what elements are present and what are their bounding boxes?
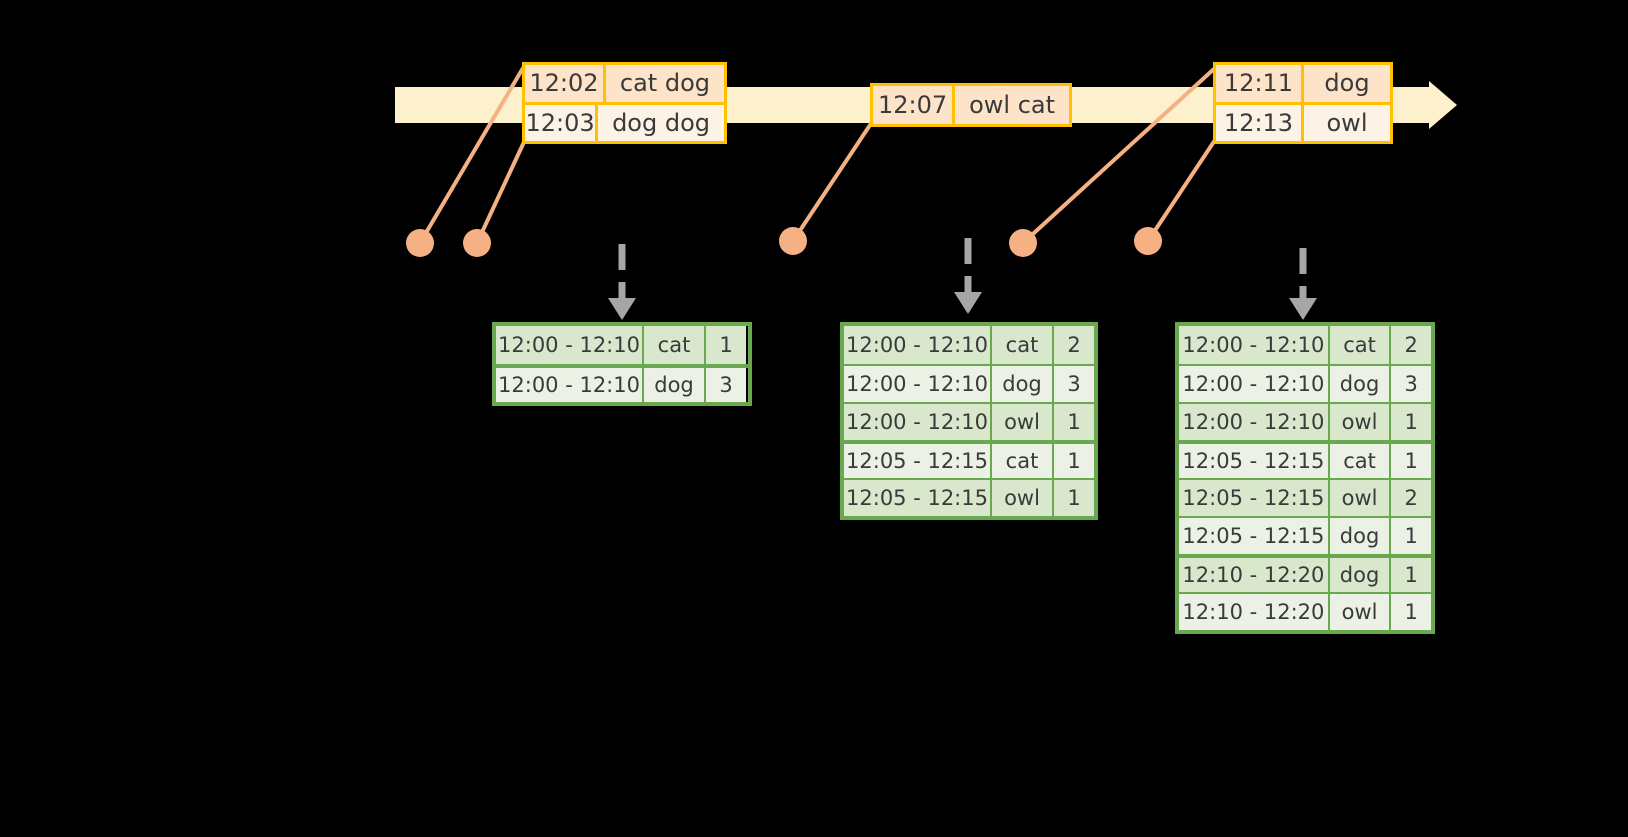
table-row[interactable]: 12:00 - 12:10 owl 1: [844, 402, 1094, 440]
cell-key: cat: [992, 326, 1054, 364]
cell-key: dog: [1329, 558, 1392, 592]
event-box-1[interactable]: 12:02 cat dog 12:03 dog dog: [522, 62, 727, 144]
cell-window: 12:05 - 12:15: [844, 480, 992, 516]
cell-key: dog: [992, 366, 1054, 402]
event-row[interactable]: 12:13 owl: [1216, 101, 1390, 141]
table-row[interactable]: 12:05 - 12:15 dog 1: [1179, 516, 1431, 554]
table-row[interactable]: 12:00 - 12:10 dog 3: [496, 364, 748, 402]
table-row[interactable]: 12:00 - 12:10 cat 1: [496, 326, 748, 364]
event-row[interactable]: 12:07 owl cat: [873, 86, 1069, 124]
event-text: owl cat: [955, 86, 1069, 124]
event-time: 12:07: [873, 86, 956, 124]
cell-window: 12:00 - 12:10: [844, 366, 992, 402]
cell-window: 12:00 - 12:10: [844, 326, 992, 364]
result-table-1[interactable]: 12:00 - 12:10 cat 1 12:00 - 12:10 dog 3: [492, 322, 752, 406]
marker-dot: [1009, 229, 1037, 257]
cell-window: 12:10 - 12:20: [1179, 594, 1330, 630]
marker-dots: [406, 227, 1162, 257]
event-time: 12:03: [525, 104, 599, 141]
event-box-3[interactable]: 12:11 dog 12:13 owl: [1213, 62, 1393, 144]
marker-dot: [406, 229, 434, 257]
cell-count: 1: [1391, 518, 1431, 554]
result-table-3[interactable]: 12:00 - 12:10 cat 2 12:00 - 12:10 dog 3 …: [1175, 322, 1435, 634]
cell-key: cat: [1329, 444, 1392, 478]
cell-count: 3: [1391, 366, 1431, 402]
cell-key: owl: [1329, 404, 1392, 440]
event-time: 12:11: [1216, 65, 1304, 102]
cell-window: 12:00 - 12:10: [496, 326, 644, 364]
cell-key: owl: [1329, 480, 1392, 516]
cell-count: 3: [706, 368, 746, 402]
event-text: owl: [1304, 104, 1390, 141]
cell-count: 1: [1391, 594, 1431, 630]
cell-key: owl: [1329, 594, 1392, 630]
cell-window: 12:00 - 12:10: [1179, 326, 1330, 364]
event-box-2[interactable]: 12:07 owl cat: [870, 83, 1072, 127]
table-row[interactable]: 12:00 - 12:10 cat 2: [844, 326, 1094, 364]
table-row[interactable]: 12:00 - 12:10 cat 2: [1179, 326, 1431, 364]
table-row[interactable]: 12:05 - 12:15 cat 1: [1179, 440, 1431, 478]
event-row[interactable]: 12:03 dog dog: [525, 101, 724, 141]
table-row[interactable]: 12:00 - 12:10 owl 1: [1179, 402, 1431, 440]
cell-count: 1: [1054, 480, 1094, 516]
event-row[interactable]: 12:11 dog: [1216, 65, 1390, 102]
cell-window: 12:05 - 12:15: [1179, 480, 1330, 516]
cell-count: 1: [1054, 404, 1094, 440]
cell-window: 12:05 - 12:15: [1179, 444, 1330, 478]
cell-key: cat: [1329, 326, 1392, 364]
cell-key: owl: [992, 480, 1054, 516]
event-time: 12:13: [1216, 104, 1304, 141]
table-row[interactable]: 12:05 - 12:15 cat 1: [844, 440, 1094, 478]
table-row[interactable]: 12:00 - 12:10 dog 3: [1179, 364, 1431, 402]
emit-arrows: [618, 238, 1307, 300]
table-row[interactable]: 12:05 - 12:15 owl 1: [844, 478, 1094, 516]
cell-count: 2: [1054, 326, 1094, 364]
cell-key: dog: [1329, 366, 1392, 402]
cell-window: 12:05 - 12:15: [1179, 518, 1330, 554]
cell-key: cat: [992, 444, 1054, 478]
event-text: dog: [1304, 65, 1390, 102]
cell-count: 2: [1391, 326, 1431, 364]
cell-count: 3: [1054, 366, 1094, 402]
table-row[interactable]: 12:10 - 12:20 dog 1: [1179, 554, 1431, 592]
table-row[interactable]: 12:10 - 12:20 owl 1: [1179, 592, 1431, 630]
cell-count: 1: [1391, 558, 1431, 592]
emit-arrow-heads: [608, 292, 1317, 320]
event-text: dog dog: [598, 104, 724, 141]
cell-key: owl: [992, 404, 1054, 440]
cell-window: 12:00 - 12:10: [1179, 366, 1330, 402]
marker-dot: [779, 227, 807, 255]
timeline-arrow-icon: [1429, 81, 1457, 129]
result-table-2[interactable]: 12:00 - 12:10 cat 2 12:00 - 12:10 dog 3 …: [840, 322, 1098, 520]
table-row[interactable]: 12:05 - 12:15 owl 2: [1179, 478, 1431, 516]
cell-key: dog: [1329, 518, 1392, 554]
table-row[interactable]: 12:00 - 12:10 dog 3: [844, 364, 1094, 402]
cell-window: 12:00 - 12:10: [496, 368, 644, 402]
marker-dot: [463, 229, 491, 257]
cell-window: 12:00 - 12:10: [1179, 404, 1330, 440]
cell-key: dog: [644, 368, 706, 402]
cell-count: 2: [1391, 480, 1431, 516]
cell-window: 12:10 - 12:20: [1179, 558, 1330, 592]
cell-key: cat: [644, 326, 706, 364]
event-row[interactable]: 12:02 cat dog: [525, 65, 724, 102]
event-text: cat dog: [605, 65, 724, 102]
cell-count: 1: [706, 326, 746, 364]
cell-count: 1: [1391, 404, 1431, 440]
cell-window: 12:05 - 12:15: [844, 444, 992, 478]
event-time: 12:02: [525, 65, 606, 102]
cell-count: 1: [1391, 444, 1431, 478]
marker-dot: [1134, 227, 1162, 255]
cell-count: 1: [1054, 444, 1094, 478]
cell-window: 12:00 - 12:10: [844, 404, 992, 440]
